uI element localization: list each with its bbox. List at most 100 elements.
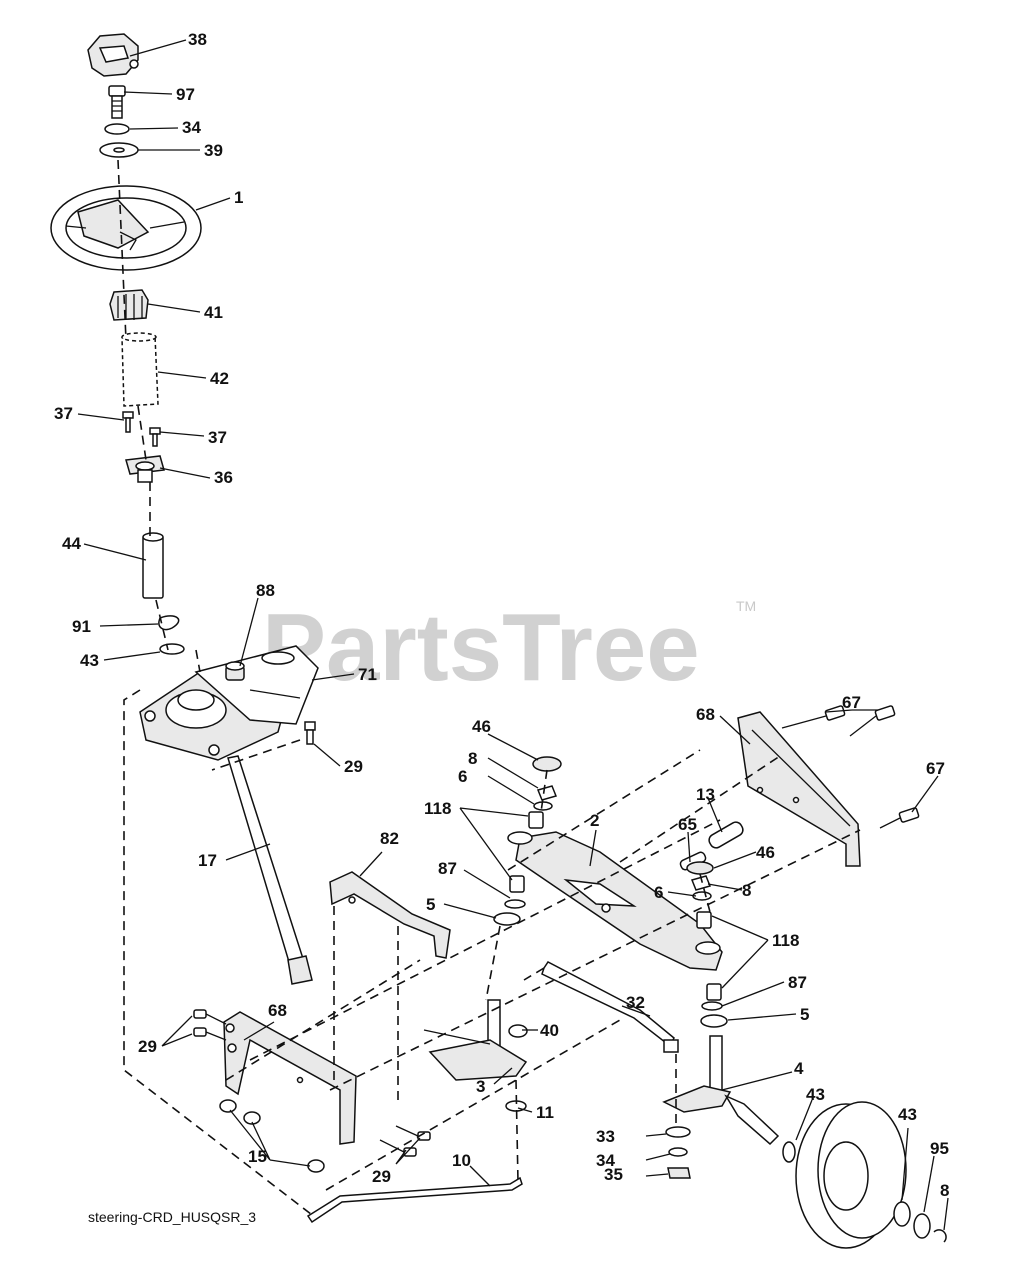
callout-11: 11 <box>536 1103 554 1122</box>
parts-tree-watermark: PartsTree <box>262 594 700 701</box>
callout-6-left: 6 <box>458 767 467 786</box>
callout-4: 4 <box>794 1059 804 1078</box>
callout-29-left: 29 <box>138 1037 157 1056</box>
callout-29-right: 29 <box>372 1167 391 1186</box>
callout-8-left: 8 <box>468 749 477 768</box>
shaft-part-44[interactable] <box>142 532 164 599</box>
callout-2: 2 <box>590 811 599 830</box>
washer-part-34-top[interactable] <box>104 123 130 135</box>
bolt-part-67-c[interactable] <box>879 807 920 829</box>
steering-arm-part-3[interactable] <box>423 999 528 1081</box>
washer-part-87-left[interactable] <box>504 899 526 909</box>
nut-part-35[interactable] <box>667 1167 691 1179</box>
adapter-part-41[interactable] <box>109 289 149 321</box>
nut-part-88[interactable] <box>225 661 245 681</box>
axle-bracket-part-68-left[interactable] <box>223 1011 357 1145</box>
steering-cap-part-38[interactable] <box>87 33 139 77</box>
callout-46-left: 46 <box>472 717 491 736</box>
callout-42: 42 <box>210 369 229 388</box>
bolt-part-67-b[interactable] <box>849 705 896 737</box>
callout-34-top: 34 <box>182 118 201 137</box>
bolt-part-67-a[interactable] <box>781 705 846 729</box>
nut-part-15-b[interactable] <box>243 1111 261 1125</box>
bushing-part-118-c[interactable] <box>696 911 712 929</box>
callout-95: 95 <box>930 1139 949 1158</box>
bolt-part-29-left-b[interactable] <box>193 1027 227 1041</box>
washer-part-33[interactable] <box>665 1126 691 1138</box>
callout-87-left: 87 <box>438 859 457 878</box>
callout-43-wheel: 43 <box>898 1105 917 1124</box>
callout-71: 71 <box>358 665 377 684</box>
axle-bracket-part-68-right[interactable] <box>737 711 861 867</box>
clip-part-8-wheel[interactable] <box>933 1229 947 1243</box>
callout-33: 33 <box>596 1127 615 1146</box>
nut-part-15-a[interactable] <box>219 1099 237 1113</box>
washer-part-5-left[interactable] <box>493 912 521 926</box>
bushing-part-118-b[interactable] <box>509 875 525 893</box>
axle-part-2[interactable] <box>507 831 723 971</box>
steering-shaft-part-17[interactable] <box>227 755 313 985</box>
trademark-mark: TM <box>736 598 756 614</box>
clip-part-91[interactable] <box>158 615 180 631</box>
callout-1: 1 <box>234 188 243 207</box>
bushing-part-40[interactable] <box>508 1024 528 1038</box>
callout-5-right: 5 <box>800 1005 809 1024</box>
bolt-part-29-gear[interactable] <box>304 721 316 745</box>
callout-43-upper: 43 <box>80 651 99 670</box>
spindle-part-4[interactable] <box>662 1035 780 1146</box>
clip-part-8-left[interactable] <box>536 785 558 801</box>
washer-part-43-wheel[interactable] <box>893 1201 911 1227</box>
bushing-part-118-d[interactable] <box>706 983 722 1001</box>
bracket-part-82[interactable] <box>329 871 451 959</box>
flange-part-36[interactable] <box>125 455 165 483</box>
washer-part-34-lower[interactable] <box>668 1147 688 1157</box>
callout-17: 17 <box>198 851 217 870</box>
tie-rod-part-32[interactable] <box>541 961 679 1053</box>
callout-88: 88 <box>256 581 275 600</box>
callout-37-right: 37 <box>208 428 227 447</box>
callout-68-right: 68 <box>696 705 715 724</box>
bushing-part-118-a[interactable] <box>528 811 544 829</box>
callout-97: 97 <box>176 85 195 104</box>
front-wheel-tire[interactable] <box>795 1101 907 1249</box>
callout-91: 91 <box>72 617 91 636</box>
callout-87-right: 87 <box>788 973 807 992</box>
callout-43-spindle: 43 <box>806 1085 825 1104</box>
washer-hole <box>113 147 125 153</box>
bolt-part-97[interactable] <box>108 85 126 119</box>
callout-44: 44 <box>62 534 81 553</box>
bushing-part-42[interactable] <box>121 332 159 407</box>
callout-8-right: 8 <box>742 881 751 900</box>
washer-part-43-spindle[interactable] <box>782 1141 796 1163</box>
pin-part-13[interactable] <box>707 820 745 850</box>
nut-part-15-c[interactable] <box>307 1159 325 1173</box>
callout-41: 41 <box>204 303 223 322</box>
callout-67-top: 67 <box>842 693 861 712</box>
callout-34-lower: 34 <box>596 1151 615 1170</box>
callout-29-gear: 29 <box>344 757 363 776</box>
steering-wheel-part-1[interactable] <box>50 185 202 271</box>
screw-part-37-right[interactable] <box>149 427 161 447</box>
washer-part-5-right[interactable] <box>700 1014 728 1028</box>
bolt-part-29-right-b[interactable] <box>395 1125 431 1141</box>
callout-37-left: 37 <box>54 404 73 423</box>
bolt-part-29-left-a[interactable] <box>193 1009 227 1025</box>
drag-link-part-10[interactable] <box>306 1176 523 1224</box>
screw-part-37-left[interactable] <box>122 411 134 433</box>
callout-10: 10 <box>452 1151 471 1170</box>
callout-8-wheel: 8 <box>940 1181 949 1200</box>
callout-6-right: 6 <box>654 883 663 902</box>
washer-part-87-right[interactable] <box>701 1001 723 1011</box>
callout-118-right: 118 <box>772 931 799 950</box>
diagram-code: steering-CRD_HUSQSR_3 <box>88 1209 256 1225</box>
cap-part-46-right[interactable] <box>686 861 714 875</box>
callout-38: 38 <box>188 30 207 49</box>
callout-65: 65 <box>678 815 697 834</box>
washer-part-95[interactable] <box>913 1213 931 1239</box>
callout-82: 82 <box>380 829 399 848</box>
callout-5-left: 5 <box>426 895 435 914</box>
callout-32: 32 <box>626 993 645 1012</box>
callout-36: 36 <box>214 468 233 487</box>
washer-part-43-upper[interactable] <box>159 643 185 655</box>
callout-35: 35 <box>604 1165 623 1184</box>
